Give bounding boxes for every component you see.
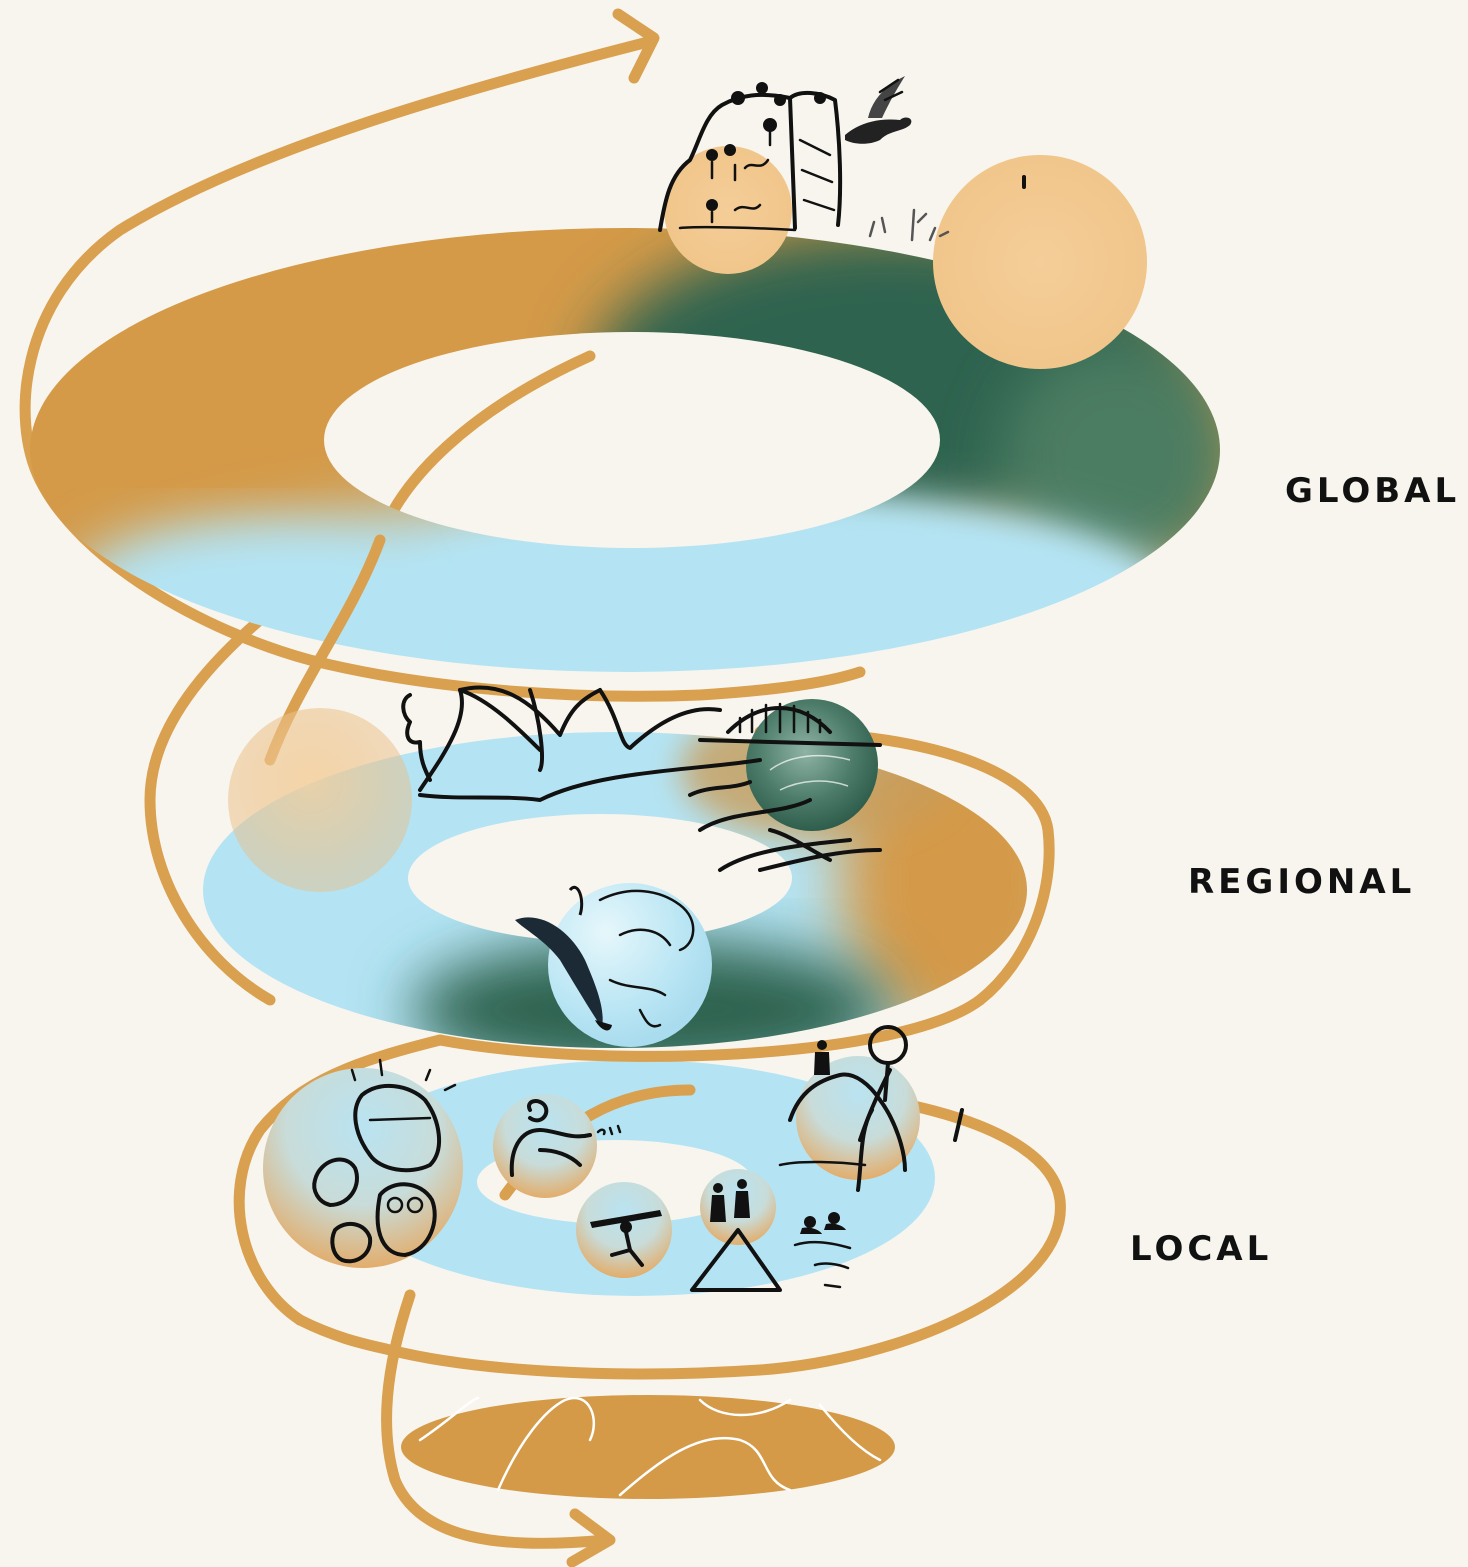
people-bubble xyxy=(263,1068,463,1268)
rocks-bubble xyxy=(796,1056,920,1180)
spiral-segment-front-regional xyxy=(434,994,986,1062)
rock-tree-icon xyxy=(778,1025,908,1192)
spiral-segment-front-local xyxy=(294,1314,396,1356)
plateau-trees-icon xyxy=(658,82,843,232)
level-labels: GLOBAL REGIONAL LOCAL xyxy=(1130,471,1460,1269)
two-people-icon xyxy=(710,1179,750,1222)
storyteller-bubble xyxy=(493,1094,597,1198)
local-illustrations xyxy=(263,1025,964,1292)
spiral-segment-bottom xyxy=(381,1289,612,1549)
opera-house-icon xyxy=(401,685,762,802)
regional-bubble-left xyxy=(228,708,412,892)
spiral-arrowhead-top xyxy=(612,8,660,84)
triangle-icon xyxy=(690,1228,782,1292)
wave-icon xyxy=(598,889,695,1028)
globe-bubble-large xyxy=(933,155,1147,369)
whale-icon xyxy=(515,886,612,1031)
global-illustrations xyxy=(658,76,1147,369)
global-label: GLOBAL xyxy=(1285,471,1460,511)
lifting-person-icon xyxy=(590,1210,662,1267)
harbour-bridge-icon xyxy=(698,702,882,747)
storyteller-icon xyxy=(509,1099,622,1177)
river-rocks-icon xyxy=(688,780,882,872)
regional-illustrations xyxy=(228,685,882,1047)
local-label: LOCAL xyxy=(1130,1229,1272,1269)
ground-ellipse xyxy=(401,1395,895,1499)
swimmers-icon xyxy=(793,1212,852,1289)
faces-icon xyxy=(312,1058,457,1264)
green-bubble-texture xyxy=(769,754,851,791)
spiral-arrowhead-bottom xyxy=(566,1508,616,1567)
regional-label: REGIONAL xyxy=(1188,862,1415,902)
sparkle-mark xyxy=(953,1108,964,1142)
grass-sprigs-icon xyxy=(868,208,950,242)
landscape-bubble xyxy=(664,146,792,274)
bird-icon xyxy=(845,76,912,144)
